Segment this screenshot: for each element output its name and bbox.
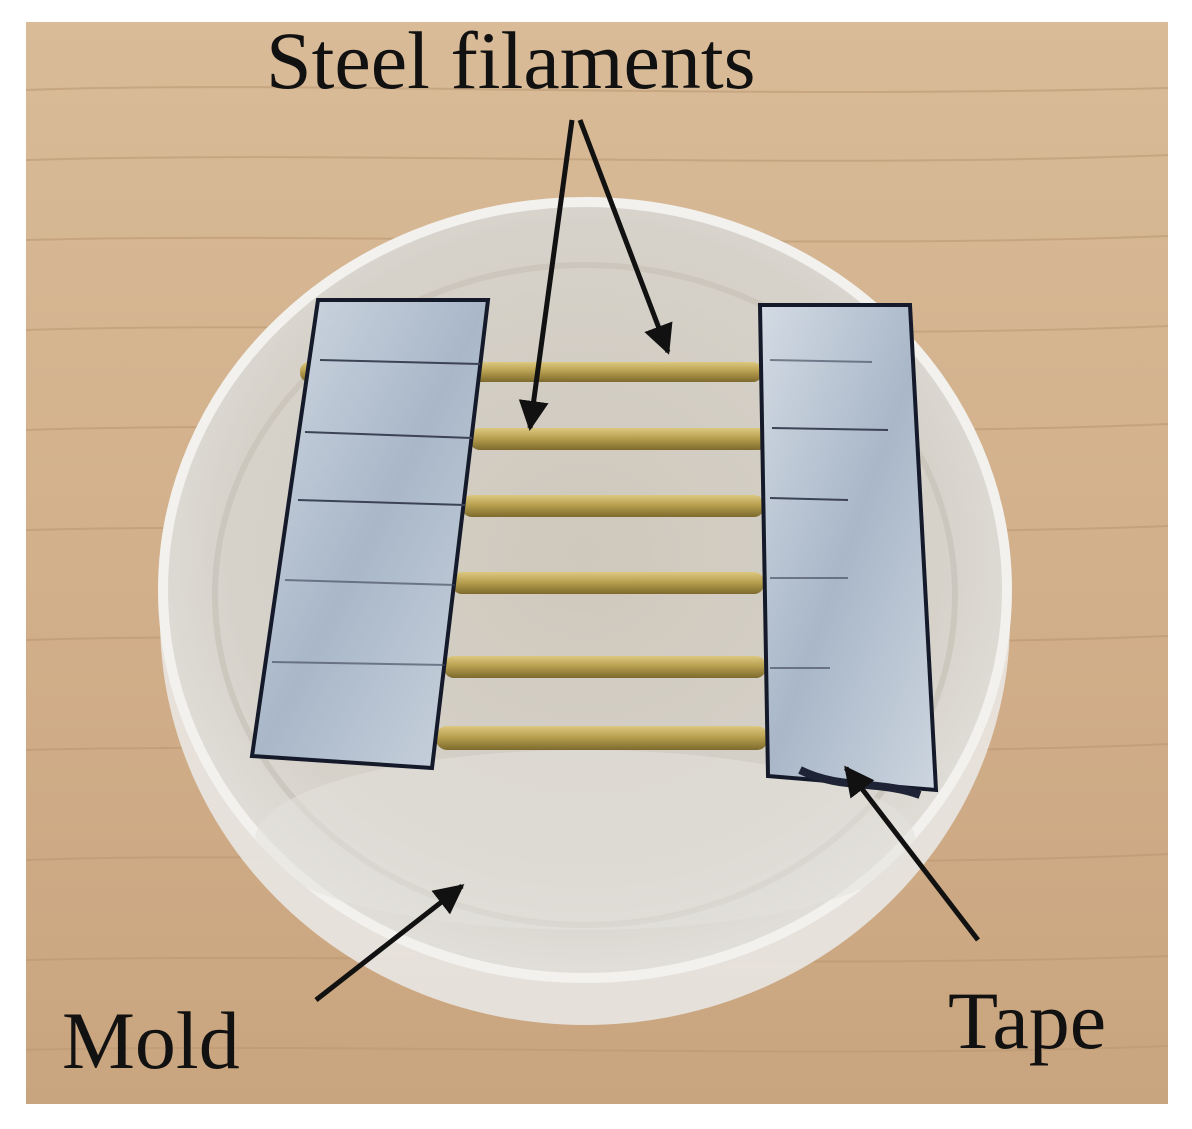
steel-filament [436,726,768,750]
tape-right [757,303,939,799]
tape-label: Tape [948,975,1107,1066]
tape-left [249,298,491,771]
arrow-steel-upper [577,119,673,355]
arrow-tape [844,765,980,942]
mold-label: Mold [62,995,240,1086]
arrow-mold [314,884,465,1002]
steel-filament [444,656,766,678]
steel-filament [452,572,764,594]
steel-filament [470,428,768,450]
annotation-arrows [314,119,980,1002]
steel-filament [462,495,764,517]
arrow-steel-lower [518,119,575,431]
steel-filaments-label: Steel filaments [266,15,756,106]
